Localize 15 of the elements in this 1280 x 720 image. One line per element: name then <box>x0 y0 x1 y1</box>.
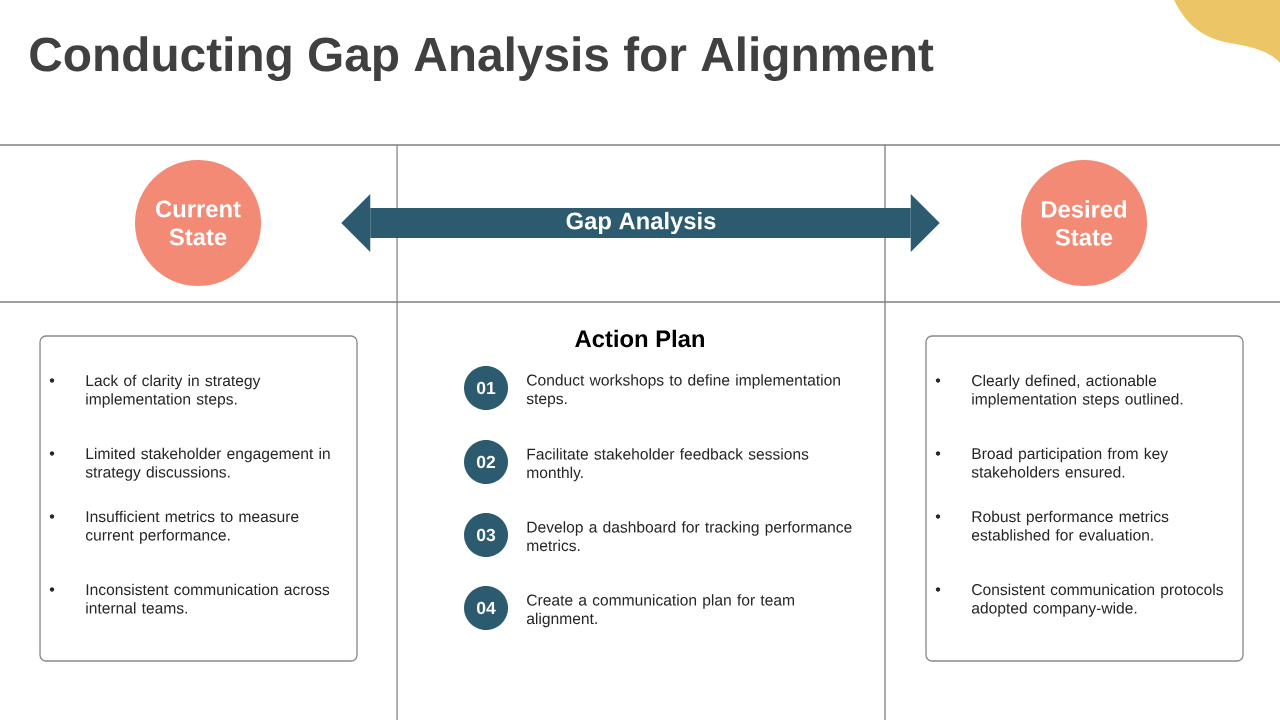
list-item: Consistent communication protocols adopted company-wide. <box>971 583 1223 617</box>
list-item: Lack of clarity in strategy implementation steps. <box>86 374 261 408</box>
list-item: Broad participation from key stakeholders ensured. <box>971 447 1169 478</box>
edge-label: Gap Analysis <box>564 210 718 236</box>
list-item: Limited stakeholder engagement in strategy discussions. <box>85 447 330 481</box>
title: Conducting Gap Analysis for Alignment <box>30 36 934 82</box>
step-text: Develop a dashboard for tracking performance metrics. <box>527 521 852 552</box>
step-text: Create a communication plan for team alignment. <box>526 594 794 628</box>
list-item: Insufficient metrics to measure current performance. <box>85 510 299 544</box>
step-text: Conduct workshops to define implementation steps. <box>526 374 840 408</box>
column-heading: Action Plan <box>575 329 704 348</box>
list-item: Robust performance metrics established for evaluation. <box>971 510 1169 541</box>
list-item: Inconsistent communication across internal teams. <box>86 583 330 614</box>
list-item: Clearly defined, actionable implementation steps outlined. <box>972 374 1183 408</box>
step-text: Facilitate stakeholder feedback sessions monthly. <box>527 448 809 482</box>
